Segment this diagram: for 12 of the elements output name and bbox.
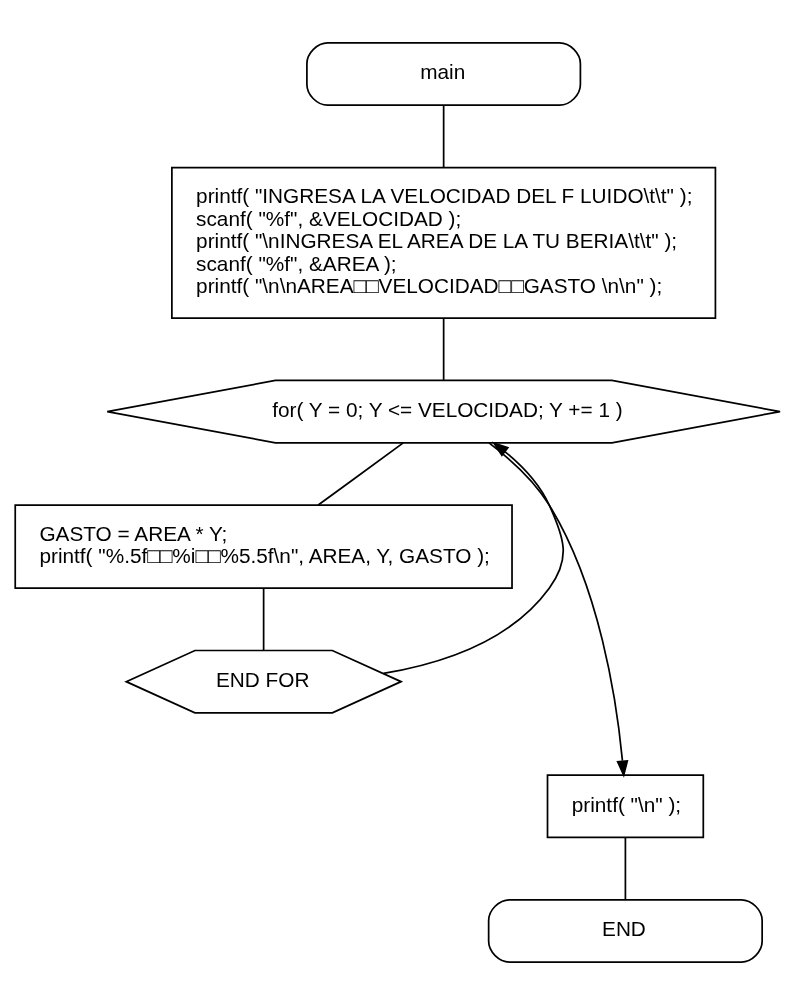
connector: [442, 104, 445, 168]
connector: [442, 317, 445, 381]
connector: [317, 441, 405, 506]
node-box: main: [306, 41, 582, 106]
connector: [624, 836, 627, 900]
node-box: printf( "INGRESA LA VELOCIDAD DEL F LUIDO\t\t" ); scanf( "%f", &VELOCIDAD ); printf( "\nINGRESA EL AREA DE LA TU BERIA\t\t" ); scanf( "%f", &AREA ); printf( "\n\nAREA□□VELOCIDAD□□GASTO \n\n" );: [171, 166, 717, 319]
node-box: GASTO = AREA * Y; printf( "%.5f□□%i□□%5.5f\n", AREA, Y, GASTO );: [14, 503, 513, 589]
node-box: END: [487, 898, 763, 963]
node-box: printf( "\n" );: [546, 773, 705, 838]
arrow: [488, 441, 629, 778]
connector: [262, 587, 265, 651]
arrow: [382, 440, 564, 674]
